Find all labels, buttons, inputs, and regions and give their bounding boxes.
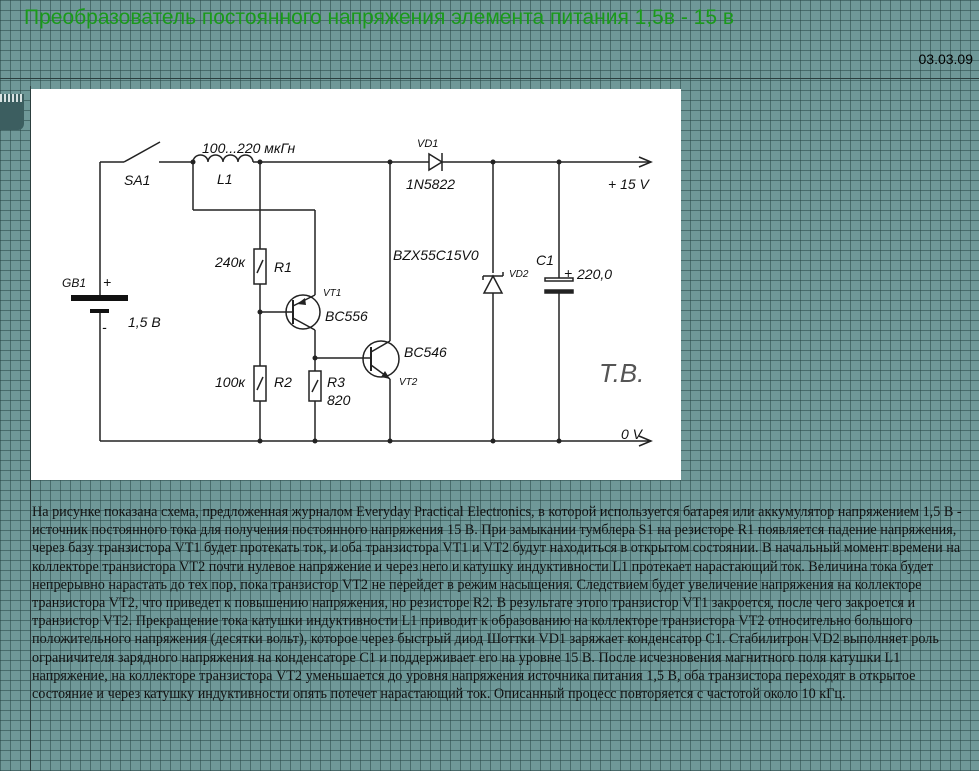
label-gb1-voltage: 1,5 В [128,314,161,330]
label-gb1: GB1 [62,276,86,290]
circuit-schematic: SA1 100...220 мкГн L1 VD1 1N5822 + 15 V … [31,89,681,480]
label-l1-value: 100...220 мкГн [202,140,295,156]
label-r3-value: 820 [327,392,351,408]
label-vd1: VD1 [417,138,438,150]
left-margin-line [30,86,31,771]
label-vd1-part: 1N5822 [406,176,455,192]
capacitor-c1 [544,277,574,294]
label-vt2: VT2 [399,377,418,388]
label-zero: 0 V [621,426,644,442]
label-r1: R1 [274,259,292,275]
label-gb1-minus: - [102,319,107,335]
label-l1: L1 [217,171,233,187]
label-c1-value: 220,0 [576,266,612,282]
article-text: На рисунке показана схема, предложенная … [32,504,962,703]
wires [99,141,651,442]
arrow-plus15 [638,156,653,168]
label-c1-plus: + [564,265,572,281]
side-tab-strip [0,94,24,102]
label-r1-value: 240к [214,254,246,270]
battery-gb1 [71,295,128,313]
side-tab-widget[interactable] [0,94,24,130]
label-vt1: VT1 [323,288,341,299]
label-vt2-part: BC546 [404,344,447,360]
label-vd2: VD2 [509,269,529,280]
arrow-zero [638,435,653,447]
zener-vd2 [482,272,504,294]
label-r2-value: 100к [215,374,246,390]
vt1-arrow [297,298,306,305]
transistor-vt2 [362,340,400,380]
label-r2: R2 [274,374,292,390]
header-divider [0,78,979,79]
vt2-arrow [381,371,390,379]
label-c1: C1 [536,252,554,268]
label-gb1-plus: + [103,274,111,290]
label-plus15: + 15 V [608,176,651,192]
diode-vd1 [428,152,444,172]
inductor-l1 [192,154,254,163]
publish-date: 03.03.09 [918,51,974,67]
label-vt1-part: BC556 [325,308,368,324]
label-vd2-part: BZX55C15V0 [393,247,479,263]
page-title: Преобразователь постоянного напряжения э… [24,6,735,29]
schematic-svg: SA1 100...220 мкГн L1 VD1 1N5822 + 15 V … [62,138,653,447]
label-r3: R3 [327,374,345,390]
author-signature: Т.В. [599,358,644,388]
resistors [253,248,322,402]
label-sa1: SA1 [124,172,150,188]
junction-dots [190,159,562,444]
transistor-vt1 [285,285,321,331]
